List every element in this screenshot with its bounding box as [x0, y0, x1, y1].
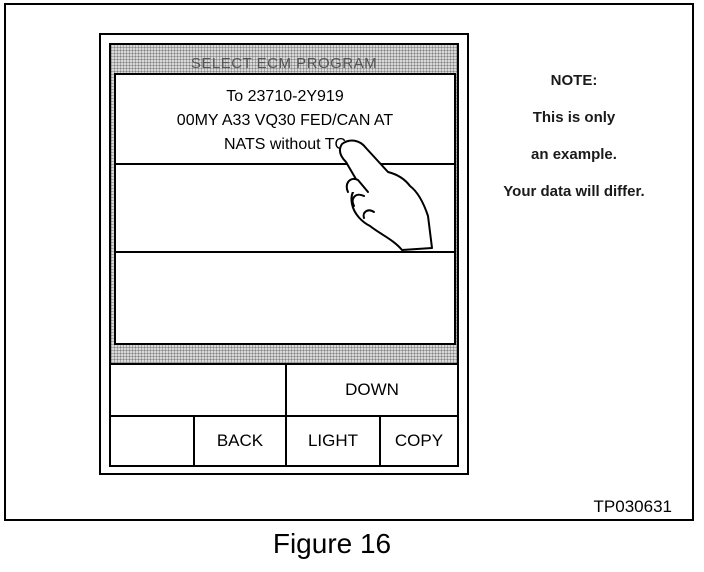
note-line-2: an example.: [531, 146, 617, 163]
copy-button[interactable]: COPY: [381, 417, 457, 465]
figure-caption: Figure 16: [272, 528, 392, 559]
list-item-empty[interactable]: [116, 253, 454, 343]
back-button[interactable]: BACK: [195, 417, 287, 465]
blank-button-bottom[interactable]: [111, 417, 195, 465]
program-part-number: To 23710-2Y919: [226, 88, 344, 105]
program-list: To 23710-2Y919 00MY A33 VQ30 FED/CAN AT …: [114, 73, 456, 345]
note-heading: NOTE:: [550, 72, 598, 89]
note-line-3: Your data will differ.: [503, 183, 645, 200]
button-panel: DOWN BACK LIGHT COPY: [111, 363, 457, 465]
note-box: NOTE: This is only an example. Your data…: [482, 62, 666, 210]
screen-title: SELECT ECM PROGRAM: [190, 55, 378, 72]
light-button[interactable]: LIGHT: [287, 417, 381, 465]
program-option: NATS without TC: [223, 136, 347, 153]
note-line-1: This is only: [532, 109, 616, 126]
down-button[interactable]: DOWN: [287, 365, 457, 417]
consult-device: SELECT ECM PROGRAM To 23710-2Y919 00MY A…: [99, 33, 469, 475]
list-item-empty[interactable]: [116, 165, 454, 253]
blank-button-top[interactable]: [111, 365, 287, 417]
figure-frame: [4, 3, 694, 521]
figure-code: TP030631: [593, 497, 672, 516]
list-item-program[interactable]: To 23710-2Y919 00MY A33 VQ30 FED/CAN AT …: [116, 75, 454, 165]
program-model: 00MY A33 VQ30 FED/CAN AT: [176, 112, 394, 129]
device-screen: SELECT ECM PROGRAM To 23710-2Y919 00MY A…: [109, 43, 459, 467]
